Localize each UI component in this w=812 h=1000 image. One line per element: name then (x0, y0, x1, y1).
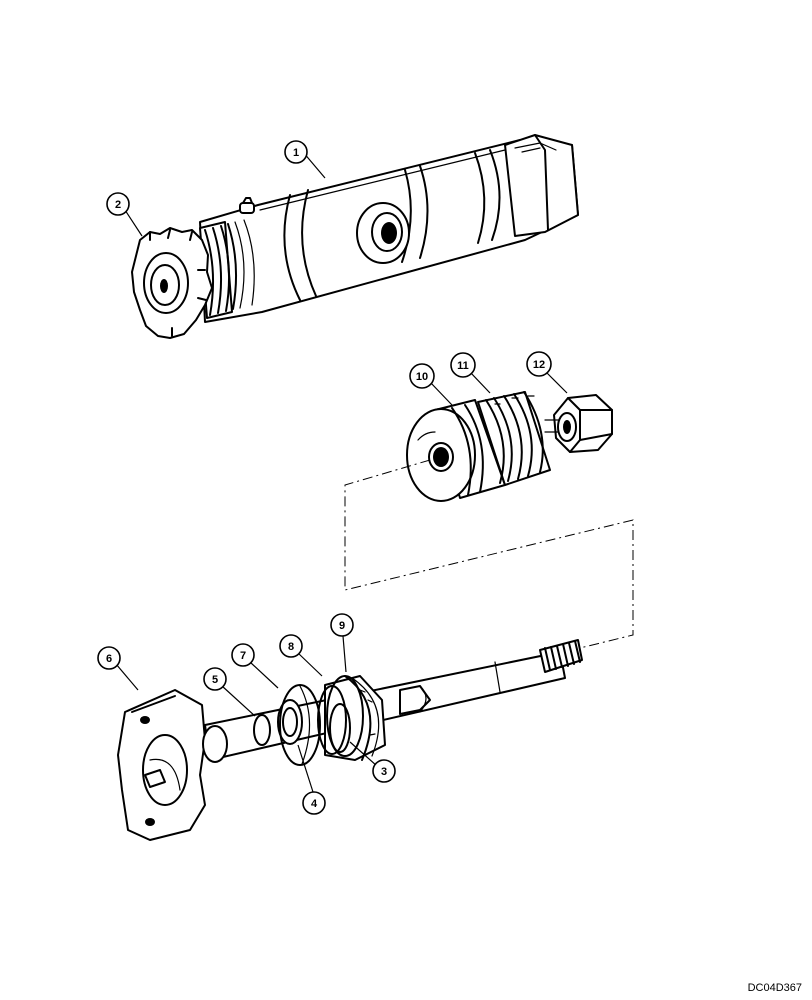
drawing-code: DC04D367 (747, 982, 802, 994)
callout-5: 5 (203, 667, 256, 717)
callout-10: 10 (409, 363, 453, 406)
svg-text:7: 7 (240, 650, 246, 662)
svg-text:10: 10 (416, 371, 428, 383)
callout-1: 1 (284, 140, 326, 179)
svg-text:4: 4 (311, 798, 318, 810)
callout-4: 4 (297, 744, 326, 815)
piston (406, 399, 506, 502)
svg-text:6: 6 (106, 653, 112, 665)
callout-12: 12 (526, 351, 568, 394)
svg-text:2: 2 (115, 199, 121, 211)
cylinder-barrel (131, 134, 579, 339)
svg-text:3: 3 (381, 766, 387, 778)
callout-6: 6 (97, 646, 139, 691)
seal-pack (477, 391, 551, 486)
lock-nut (544, 394, 613, 453)
svg-text:8: 8 (288, 641, 294, 653)
callout-11: 11 (450, 352, 491, 394)
svg-text:5: 5 (212, 674, 218, 686)
callout-7: 7 (231, 643, 279, 689)
callout-2: 2 (106, 192, 143, 237)
piston-rod (117, 639, 583, 841)
svg-text:11: 11 (457, 360, 469, 372)
callout-9: 9 (330, 613, 354, 673)
svg-text:9: 9 (339, 620, 345, 632)
svg-text:12: 12 (533, 359, 545, 371)
svg-text:1: 1 (293, 147, 299, 159)
callouts: 1 2 10 11 12 6 (97, 140, 568, 815)
assembly-path-line (344, 459, 634, 649)
callout-8: 8 (279, 634, 323, 677)
callout-3: 3 (349, 741, 396, 783)
